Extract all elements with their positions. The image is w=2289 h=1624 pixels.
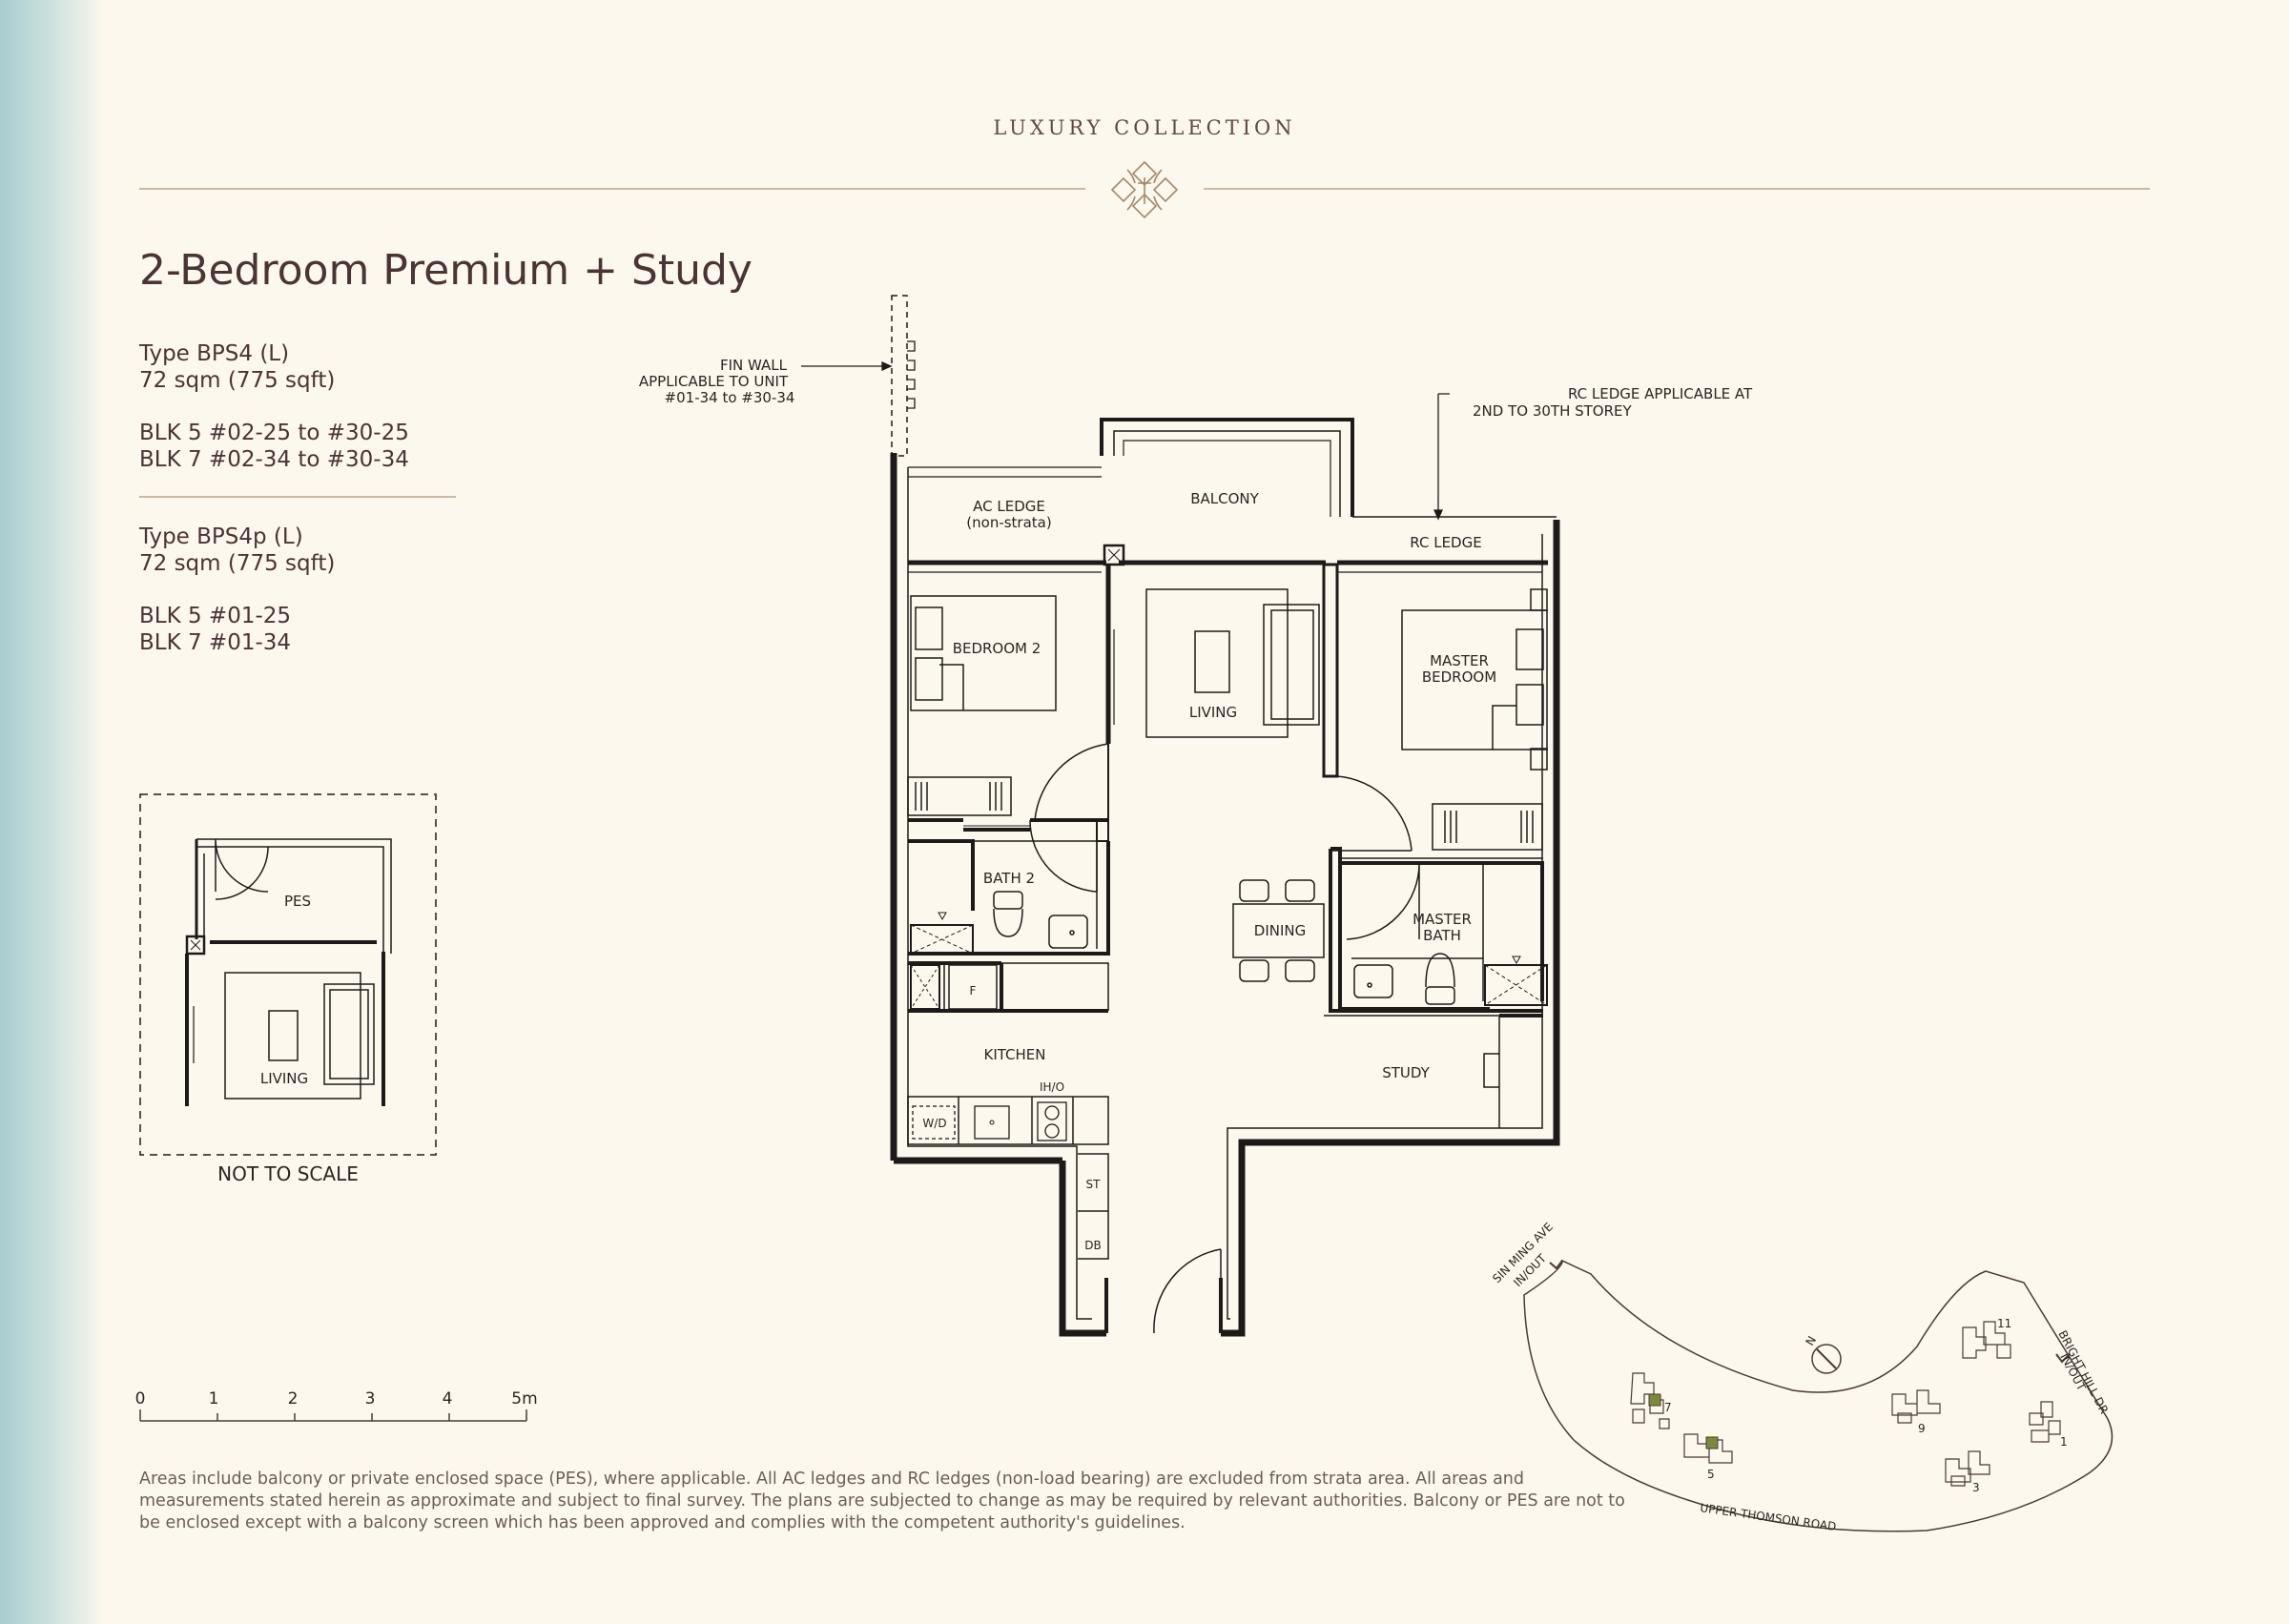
disclaimer-text: Areas include balcony or private enclose…: [139, 1470, 1625, 1532]
type-1-area: 72 sqm (775 sqft): [139, 368, 336, 393]
scale-tick-2: 2: [288, 1389, 299, 1408]
label-kitchen: KITCHEN: [984, 1046, 1046, 1063]
label-store: ST: [1086, 1178, 1102, 1191]
scale-tick-3: 3: [365, 1389, 376, 1408]
site-block-11: 11: [1997, 1317, 2011, 1330]
road-bright-hill-dr: BRIGHT HILL DR: [2055, 1328, 2111, 1416]
label-fridge: F: [970, 984, 977, 997]
label-master-bath-1: MASTER: [1413, 911, 1472, 928]
fin-wall-note-2: APPLICABLE TO UNIT: [639, 373, 789, 390]
scale-tick-1: 1: [209, 1389, 219, 1408]
fin-wall-note-3: #01-34 to #30-34: [665, 389, 795, 406]
decorative-edge-strip: [0, 0, 105, 1624]
type-1-label: Type BPS4 (L): [139, 341, 290, 366]
label-washer-dryer: W/D: [922, 1117, 946, 1130]
label-dining: DINING: [1254, 922, 1306, 939]
label-db: DB: [1084, 1239, 1101, 1252]
inset-label-pes: PES: [284, 893, 311, 910]
label-study: STUDY: [1382, 1064, 1430, 1081]
brand-title: LUXURY COLLECTION: [993, 116, 1296, 139]
unit-title: 2-Bedroom Premium + Study: [139, 246, 753, 295]
scale-tick-5m: 5m: [511, 1389, 537, 1408]
label-bedroom-2: BEDROOM 2: [953, 640, 1041, 657]
label-master-bedroom-2: BEDROOM: [1422, 668, 1496, 686]
label-ac-ledge: AC LEDGE: [973, 498, 1045, 515]
brand-emblem-icon: [1110, 160, 1179, 219]
rc-ledge-note-1: RC LEDGE APPLICABLE AT: [1568, 385, 1753, 402]
header-rule-right: [1204, 188, 2150, 190]
header-rule-left: [139, 188, 1085, 190]
floor-plan-furniture: [907, 588, 1548, 1005]
type-2-label: Type BPS4p (L): [139, 524, 303, 549]
label-living: LIVING: [1189, 704, 1237, 721]
type-1-block-1: BLK 5 #02-25 to #30-25: [139, 421, 409, 445]
label-master-bedroom-1: MASTER: [1430, 652, 1489, 669]
site-block-1: 1: [2060, 1435, 2068, 1449]
site-block-9: 9: [1918, 1422, 1926, 1435]
site-north-label: N: [1803, 1334, 1819, 1348]
scale-tick-4: 4: [443, 1389, 453, 1408]
label-balcony: BALCONY: [1190, 490, 1259, 507]
site-block-5: 5: [1707, 1468, 1715, 1481]
type-2-area: 72 sqm (775 sqft): [139, 551, 336, 576]
inset-plan: [139, 793, 437, 1156]
label-bath-2: BATH 2: [983, 870, 1035, 887]
inset-label-living: LIVING: [260, 1070, 308, 1087]
types-divider: [139, 496, 456, 498]
floor-plan-doors: [1029, 743, 1420, 1334]
site-block-3: 3: [1972, 1481, 1980, 1494]
site-plan: [1523, 1259, 2114, 1532]
site-block-7: 7: [1664, 1401, 1672, 1414]
fin-wall-note-1: FIN WALL: [720, 357, 788, 374]
label-master-bath-2: BATH: [1423, 927, 1461, 944]
floor-plan-walls: [890, 295, 1560, 1337]
type-2-block-2: BLK 7 #01-34: [139, 630, 292, 655]
label-ac-ledge-note: (non-strata): [966, 514, 1051, 531]
scale-bar: [139, 1409, 527, 1422]
floor-plan-labels: FIN WALL APPLICABLE TO UNIT #01-34 to #3…: [639, 357, 1753, 1252]
inset-caption: NOT TO SCALE: [217, 1162, 359, 1185]
label-hob-oven: IH/O: [1040, 1080, 1064, 1094]
type-2-block-1: BLK 5 #01-25: [139, 604, 292, 628]
scale-tick-0: 0: [135, 1389, 146, 1408]
type-1-block-2: BLK 7 #02-34 to #30-34: [139, 447, 409, 472]
annotation-leaders: [801, 360, 1450, 521]
label-rc-ledge: RC LEDGE: [1410, 534, 1481, 551]
road-upper-thomson: UPPER THOMSON ROAD: [1700, 1501, 1838, 1533]
rc-ledge-note-2: 2ND TO 30TH STOREY: [1473, 402, 1633, 420]
